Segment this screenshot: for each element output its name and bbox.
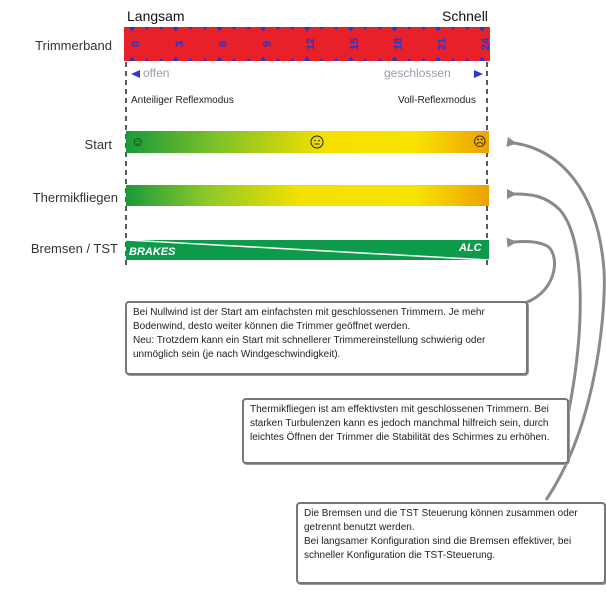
trim-tick-bottom bbox=[435, 56, 442, 61]
trim-tick-bottom bbox=[246, 57, 251, 61]
trim-tick-top bbox=[290, 27, 295, 31]
row-label-thermal: Thermikfliegen bbox=[32, 190, 118, 205]
trim-tick-top bbox=[363, 27, 368, 31]
sad-face-icon: ☹ bbox=[473, 134, 487, 149]
trim-tick-bottom bbox=[159, 57, 164, 61]
trim-tick-label: 3 bbox=[174, 41, 186, 47]
trim-tick-label: 12 bbox=[305, 38, 317, 50]
trim-tick-top bbox=[435, 27, 442, 32]
trim-tick-bottom bbox=[304, 56, 310, 61]
range-open-arrow bbox=[131, 70, 140, 78]
trim-tick-bottom bbox=[275, 57, 280, 61]
trim-tick-bottom bbox=[290, 57, 295, 61]
arrow-brakes bbox=[506, 237, 557, 305]
trim-tick-top bbox=[129, 27, 135, 32]
trim-tick-top bbox=[450, 27, 455, 31]
trim-tick-top bbox=[232, 27, 237, 31]
range-closed-label: geschlossen bbox=[384, 66, 451, 80]
trim-tick-bottom bbox=[232, 57, 237, 61]
row-label-brakes: Bremsen / TST bbox=[30, 241, 118, 256]
trim-tick-bottom bbox=[407, 57, 412, 61]
start-bar bbox=[126, 131, 489, 153]
trim-tick-top bbox=[334, 27, 339, 31]
trim-tick-top bbox=[319, 27, 324, 31]
trim-tick-top bbox=[144, 27, 149, 31]
trim-tick-bottom bbox=[391, 56, 398, 61]
trim-tick-bottom bbox=[319, 57, 324, 61]
trim-tick-bottom bbox=[144, 57, 149, 61]
trim-tick-label: 6 bbox=[218, 41, 230, 47]
trim-tick-bottom bbox=[334, 57, 339, 61]
trim-tick-bottom bbox=[479, 56, 485, 61]
arrow-start bbox=[506, 136, 606, 501]
header-slow: Langsam bbox=[127, 8, 185, 24]
trim-tick-bottom bbox=[188, 57, 193, 61]
trim-tick-top bbox=[377, 27, 382, 31]
note-brakes: Die Bremsen und die TST Steuerung können… bbox=[296, 502, 606, 584]
neutral-face-icon bbox=[310, 135, 324, 151]
brakes-label: BRAKES bbox=[129, 246, 176, 258]
trim-tick-bottom bbox=[129, 56, 135, 61]
trim-tick-label: 21 bbox=[436, 38, 448, 50]
trim-tick-top bbox=[275, 27, 280, 31]
trim-tick-bottom bbox=[260, 56, 267, 61]
trim-tick-bottom bbox=[377, 57, 382, 61]
trim-tick-top bbox=[159, 27, 164, 31]
range-bounds bbox=[125, 62, 488, 268]
trim-band: 0 3 6 9 12 15 18 21 24 bbox=[124, 27, 490, 61]
trim-tick-bottom bbox=[172, 56, 179, 61]
trim-tick-bottom bbox=[450, 57, 455, 61]
trim-tick-label: 15 bbox=[349, 38, 361, 50]
trim-tick-top bbox=[172, 27, 179, 32]
thermal-bar bbox=[126, 185, 489, 206]
range-open-label: offen bbox=[143, 66, 170, 80]
trim-tick-bottom bbox=[202, 57, 207, 61]
trim-tick-top bbox=[216, 27, 223, 32]
trim-tick-label: 0 bbox=[130, 41, 142, 47]
trim-tick-top bbox=[347, 27, 354, 32]
trim-tick-bottom bbox=[421, 57, 426, 61]
trim-tick-top bbox=[421, 27, 426, 31]
header-fast: Schnell bbox=[442, 8, 488, 24]
brakes-bar bbox=[126, 240, 489, 260]
trim-tick-label: 24 bbox=[480, 37, 490, 50]
trim-band-label: Trimmerband bbox=[35, 38, 112, 53]
trim-tick-bottom bbox=[347, 56, 354, 61]
trim-tick-top bbox=[465, 27, 470, 31]
partial-reflex-label: Anteiliger Reflexmodus bbox=[131, 95, 234, 106]
arrow-thermal bbox=[506, 188, 582, 416]
happy-face-icon: ☺ bbox=[131, 134, 145, 149]
alc-label: ALC bbox=[459, 242, 482, 254]
trim-tick-top bbox=[188, 27, 193, 31]
trim-tick-top bbox=[391, 27, 398, 32]
trim-tick-top bbox=[304, 27, 310, 32]
note-start: Bei Nullwind ist der Start am einfachste… bbox=[125, 301, 528, 375]
trim-tick-label: 18 bbox=[393, 38, 405, 50]
row-label-start: Start bbox=[84, 137, 112, 152]
trim-tick-bottom bbox=[363, 57, 368, 61]
trim-tick-top bbox=[246, 27, 251, 31]
trim-tick-top bbox=[260, 27, 267, 32]
trim-tick-top bbox=[407, 27, 412, 31]
trim-tick-top bbox=[479, 27, 485, 32]
trim-tick-top bbox=[202, 27, 207, 31]
note-thermal: Thermikfliegen ist am effektivsten mit g… bbox=[242, 398, 569, 464]
range-closed-arrow bbox=[474, 70, 483, 78]
full-reflex-label: Voll-Reflexmodus bbox=[398, 95, 476, 106]
trim-tick-bottom bbox=[216, 56, 223, 61]
trim-tick-label: 9 bbox=[261, 41, 273, 47]
trim-tick-bottom bbox=[465, 57, 470, 61]
